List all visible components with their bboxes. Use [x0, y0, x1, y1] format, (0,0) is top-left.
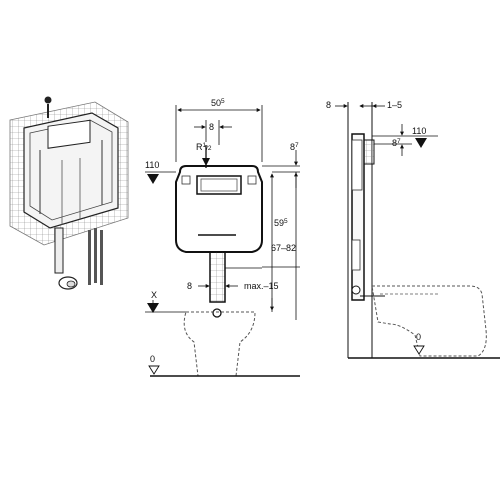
toilet-bowl-front [183, 311, 256, 377]
top-offset-label: 87 [290, 142, 299, 152]
drain-width-label: 8 [187, 281, 192, 291]
drain-bend-opening [66, 280, 76, 288]
side-drain-bend [351, 285, 361, 295]
flush-plate-opening [196, 175, 242, 195]
inlet-valve-icon [44, 96, 52, 104]
side-level-marker-icon [415, 138, 427, 148]
product-isometric-view [9, 96, 129, 290]
side-floor-level-label: 0 [416, 332, 421, 342]
fixing-rod-2 [94, 228, 97, 283]
cistern-opening [47, 119, 91, 149]
side-flush-plate [363, 139, 375, 165]
drain-max-label: max.–15 [244, 281, 279, 291]
side-bracket [351, 239, 361, 271]
bracket-right [247, 175, 257, 185]
floor-level-marker-icon [148, 365, 160, 375]
flush-plate-inner [200, 178, 238, 192]
drain-outlet [212, 308, 222, 318]
toilet-profile [371, 285, 487, 357]
height-range-label: 67–82 [271, 243, 296, 253]
water-connection-label: R1/2 [196, 142, 212, 152]
level-label-left: 110 [145, 160, 159, 170]
inlet-offset-label: 8 [209, 122, 214, 132]
side-cistern [351, 139, 363, 191]
level-marker-icon [147, 174, 159, 184]
drain-pipe [54, 227, 64, 274]
side-view: 8 1–5 110 87 0 [326, 100, 500, 359]
fixing-rod-1 [88, 230, 91, 285]
front-view: 505 8 R1/2 87 110 595 67–82 8 max.–15 X … [145, 98, 300, 377]
x-level-marker-icon [147, 303, 159, 313]
depth-left-label: 8 [326, 100, 331, 110]
front-drain-pipe [209, 251, 226, 303]
side-top-offset-label: 87 [392, 138, 401, 148]
side-floor-level-marker-icon [413, 345, 425, 355]
width-label: 505 [211, 98, 225, 108]
fixing-rod-3 [100, 230, 103, 285]
bracket-left [181, 175, 191, 185]
side-level-label: 110 [412, 126, 426, 136]
depth-range-label: 1–5 [387, 100, 402, 110]
x-marker-label: X [151, 290, 157, 300]
height-mid-label: 595 [274, 218, 288, 228]
floor-level-label-front: 0 [150, 354, 155, 364]
inlet-arrow-icon [202, 158, 210, 166]
